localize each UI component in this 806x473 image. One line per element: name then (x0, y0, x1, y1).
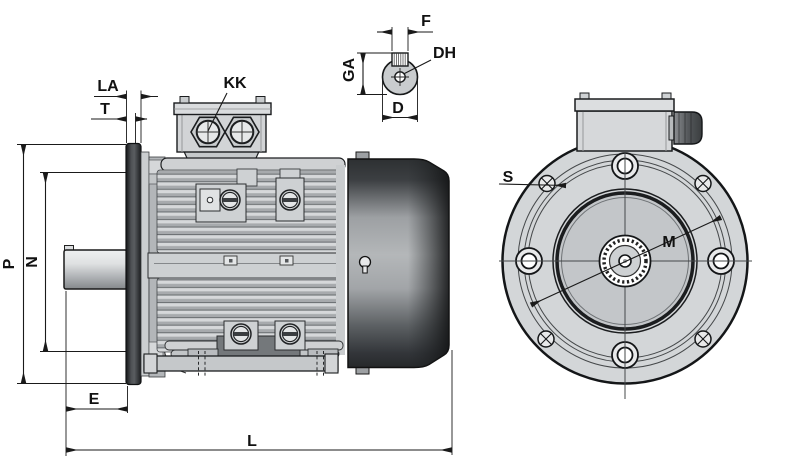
mounting-rail (143, 348, 339, 376)
dimension-line-m (529, 214, 723, 308)
terminal-box (173, 96, 272, 170)
dim-label-p: P (1, 258, 18, 269)
dim-label-la: LA (97, 78, 119, 95)
screw-head (279, 189, 301, 211)
screw-head (219, 189, 241, 211)
dim-label-n: N (24, 256, 41, 268)
cable-gland-hex (224, 116, 260, 148)
dh-leader-line (404, 59, 432, 74)
tap-hole (694, 330, 712, 348)
dim-label-l: L (247, 433, 257, 450)
dim-label-kk: KK (223, 75, 247, 92)
centre-hole (391, 68, 409, 86)
terminal-box-front (574, 92, 703, 152)
cable-gland-hex (190, 116, 226, 148)
kk-leader-line (207, 92, 228, 132)
dim-label-s: S (503, 169, 514, 186)
flange-front-view: S M (498, 92, 752, 399)
shaft-key (391, 52, 409, 67)
tap-hole (694, 174, 712, 193)
dim-label-ga: GA (341, 58, 358, 82)
dim-label-dh: DH (433, 45, 456, 62)
dim-label-t: T (100, 101, 110, 118)
shaft-end-view: F GA DH D (341, 13, 456, 122)
flange-plate (125, 142, 142, 386)
side-view: LA T KK P N E L (1, 75, 453, 456)
fan-cover (347, 151, 450, 375)
side-view-dimensions (17, 90, 453, 456)
dim-label-f: F (421, 13, 431, 30)
s-leader-line (498, 182, 567, 189)
screw-head (279, 323, 301, 345)
dim-label-e: E (89, 391, 100, 408)
shaft (63, 245, 128, 290)
lid-screw (179, 96, 190, 104)
motor-body (147, 157, 346, 359)
lid-screw (255, 96, 266, 104)
dim-label-m: M (662, 234, 675, 251)
dim-label-d: D (392, 100, 404, 117)
tap-hole (537, 330, 555, 348)
cover-keyhole (358, 255, 372, 274)
tap-hole (538, 174, 556, 193)
shaft-centre-assembly (598, 234, 652, 288)
cable-gland-front (673, 111, 703, 145)
body-mid-band (147, 252, 345, 279)
screw-head (230, 323, 252, 345)
